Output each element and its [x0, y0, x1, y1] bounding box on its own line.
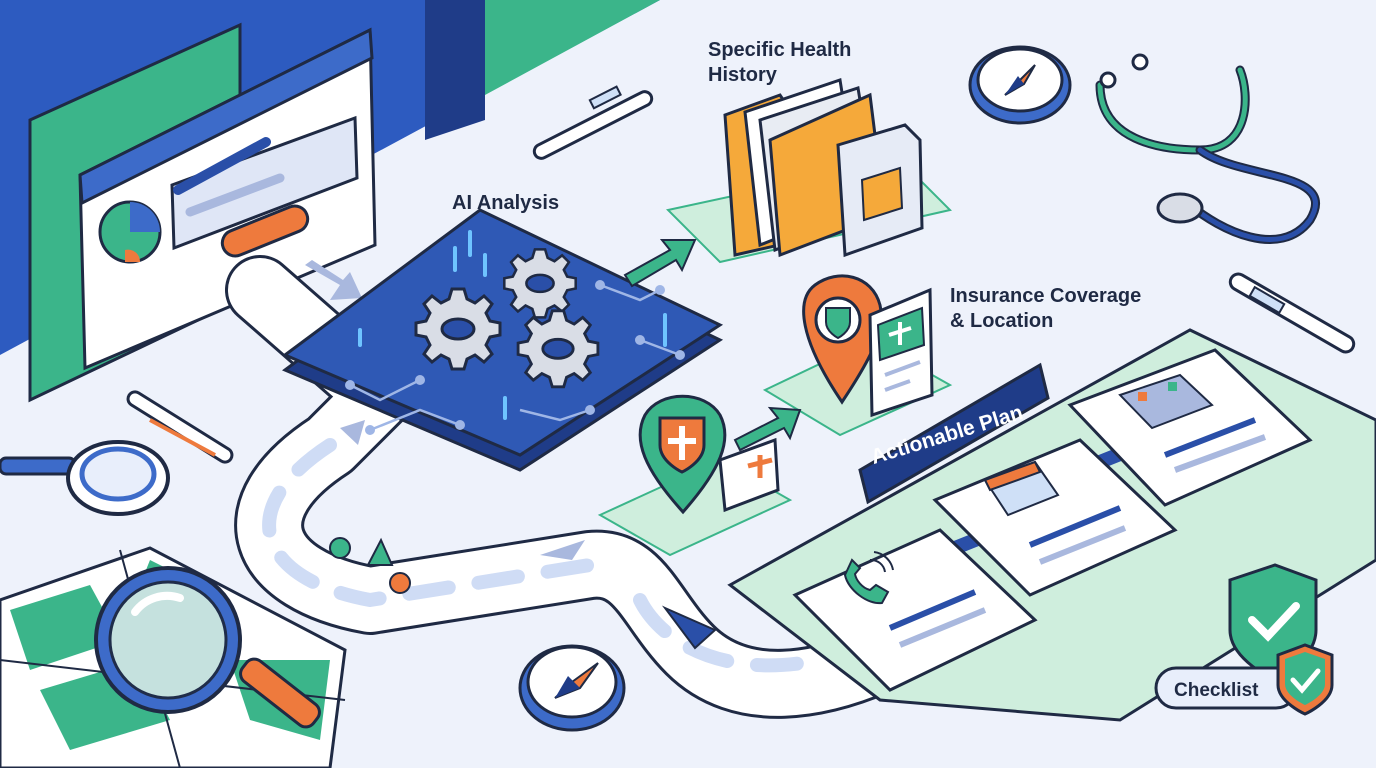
browser-window-illustration: [28, 22, 377, 403]
shape-markers: [329, 537, 411, 594]
plan-card-hospital: [1067, 348, 1313, 507]
ai-analysis-label: AI Analysis: [452, 192, 560, 214]
thermometer-icon: [532, 85, 654, 160]
insurance-text: Insurance Coverage & Location: [950, 285, 1142, 332]
checklist-label: Checklist: [1174, 680, 1259, 701]
stethoscope-icon: [1095, 53, 1320, 244]
compass-icon: [518, 644, 626, 732]
plan-card-phone: [792, 528, 1038, 692]
thermometer-icon: [126, 390, 234, 464]
checklist-small-shield-icon: [1276, 643, 1334, 716]
insurance-location-card: [762, 274, 953, 437]
ai-analysis-board: [282, 208, 724, 472]
map-magnifier-icon: [94, 566, 321, 729]
health-history-folders: [665, 78, 952, 264]
thermometer-icon: [1228, 272, 1356, 354]
specific-health-history-label: Specific Health History: [708, 38, 851, 88]
plan-card-calendar: [932, 438, 1178, 597]
medical-shield-marker: [597, 394, 793, 557]
insurance-coverage-location-label: Insurance Coverage & Location: [950, 284, 1141, 334]
compass-icon: [968, 45, 1072, 125]
health-history-text: Specific Health History: [708, 39, 852, 86]
magnifying-glass-icon: [0, 440, 170, 516]
process-path: [225, 255, 935, 719]
